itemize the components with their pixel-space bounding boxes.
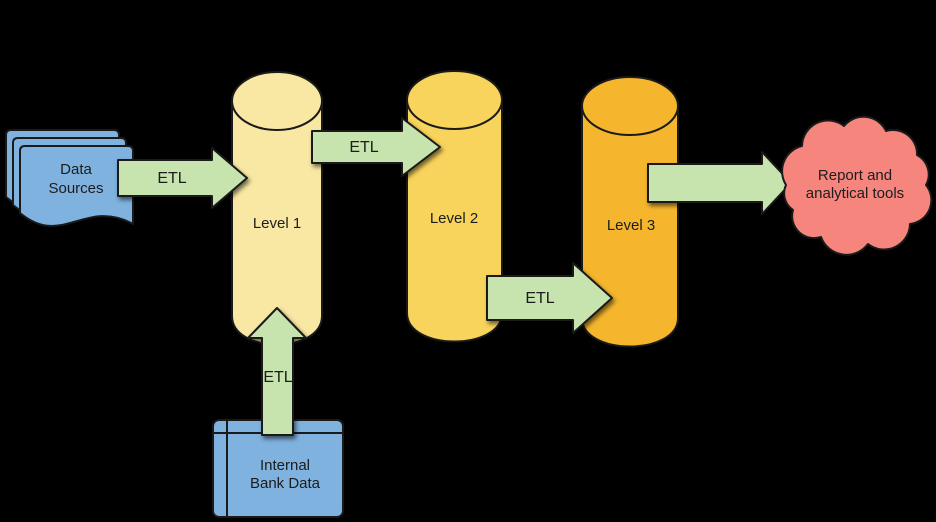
arrow-internal-to-level1 [247, 307, 307, 436]
level1-cylinder-top [231, 71, 323, 131]
internal-bank-data-node [212, 419, 344, 518]
report-tools-cloud [781, 115, 933, 256]
level2-cylinder-top [406, 70, 503, 130]
level1-cylinder [231, 71, 323, 346]
report-tools-label-line1: Report and [818, 167, 892, 184]
level3-label: Level 3 [607, 217, 655, 234]
data-sources-label-line1: Data [60, 161, 92, 178]
level2-label: Level 2 [430, 210, 478, 227]
data-sources-label-line2: Sources [48, 180, 103, 197]
internal-bank-data-label-line1: Internal [260, 457, 310, 474]
level3-cylinder-top [581, 76, 679, 136]
arrow-level2-to-level3 [486, 262, 613, 334]
document-sheet-front [19, 145, 134, 227]
arrow-level1-to-level2 [311, 117, 441, 177]
data-sources-node [5, 129, 134, 227]
internal-bank-data-label-line2: Bank Data [250, 475, 321, 492]
level2-cylinder [406, 70, 503, 343]
etl-label-sources-to-level1: ETL [157, 170, 186, 187]
arrow-sources-to-level1 [117, 147, 248, 209]
etl-label-level1-to-level2: ETL [349, 139, 378, 156]
report-tools-label-line2: analytical tools [806, 185, 904, 202]
etl-label-internal-to-level1: ETL [263, 369, 292, 386]
etl-label-level2-to-level3: ETL [525, 290, 554, 307]
level1-label: Level 1 [253, 215, 301, 232]
arrow-level3-to-report [647, 151, 792, 215]
